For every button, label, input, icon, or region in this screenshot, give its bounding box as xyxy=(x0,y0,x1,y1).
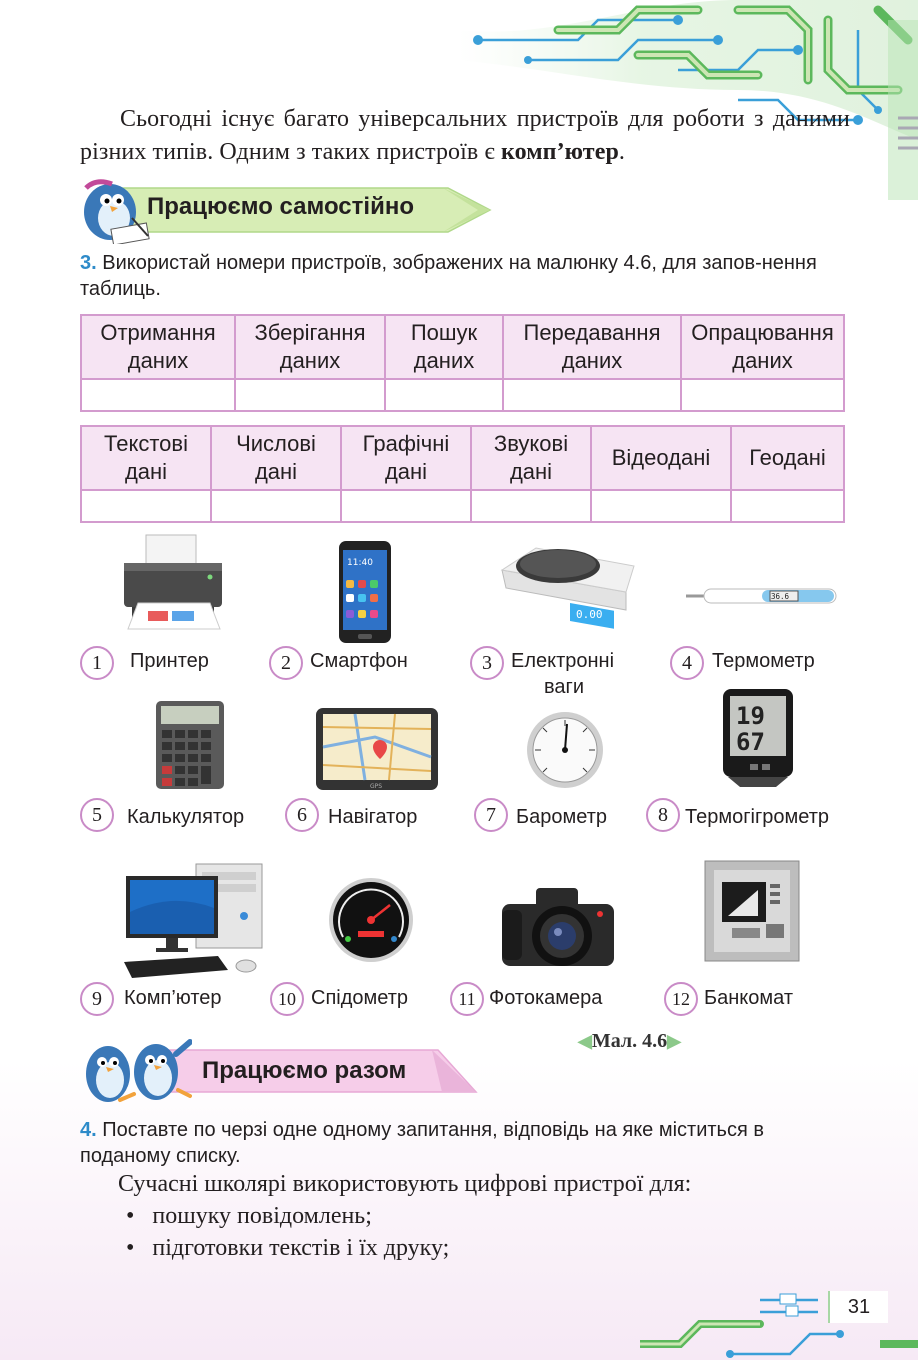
device-number-badge: 8 xyxy=(646,798,680,832)
device-label: Фотокамера xyxy=(489,987,603,1009)
task-3: 3. Використай номери пристроїв, зображен… xyxy=(80,250,850,302)
caption-right-arrow-icon: ▶ xyxy=(667,1031,681,1051)
thermometer-image: 36.6 xyxy=(686,588,837,604)
section-title-self: Працюємо самостійно xyxy=(147,193,414,220)
phone-time: 11:40 xyxy=(347,558,373,568)
device-label: Спідометр xyxy=(311,987,409,1009)
device-label: Принтер xyxy=(130,650,209,672)
smartphone-image: 11:40 xyxy=(339,541,391,643)
intro-text: Сьогодні існує багато універсальних прис… xyxy=(80,106,850,165)
device-label: Електронні xyxy=(511,650,615,672)
device-usage-list: Сучасні школярі використовують цифрові п… xyxy=(118,1168,858,1264)
device-number-badge: 1 xyxy=(80,646,114,680)
list-item: •пошуку повідомлень; xyxy=(126,1203,372,1229)
thermohygrometer-image: 19 67 xyxy=(723,689,793,787)
table2-cell[interactable] xyxy=(590,489,732,523)
calculator-image xyxy=(156,701,224,789)
device-number-badge: 10 xyxy=(270,982,304,1016)
device-label: Калькулятор xyxy=(127,806,245,828)
barometer-image xyxy=(527,712,603,788)
device-label-line2: ваги xyxy=(544,676,584,698)
device-label: Банкомат xyxy=(704,987,793,1009)
footer-circuit-decoration xyxy=(640,1293,918,1358)
task-4: 4. Поставте по черзі одне одному запитан… xyxy=(80,1117,850,1169)
table2-cell[interactable] xyxy=(80,489,212,523)
device-number-badge: 9 xyxy=(80,982,114,1016)
table2-cell[interactable] xyxy=(210,489,342,523)
device-number-badge: 11 xyxy=(450,982,484,1016)
table1-cell[interactable] xyxy=(384,378,504,412)
intro-bold-term: комп’ютер xyxy=(500,139,619,165)
circuit-decoration xyxy=(458,0,918,200)
task-3-number: 3. xyxy=(80,252,97,274)
page-number: 31 xyxy=(828,1291,888,1323)
figure-caption-text: Мал. 4.6 xyxy=(591,1030,668,1052)
bullet-icon: • xyxy=(126,1203,135,1229)
device-number-badge: 4 xyxy=(670,646,704,680)
printer-image xyxy=(124,534,222,630)
scale-display: 0.00 xyxy=(576,608,603,621)
device-label: Термометр xyxy=(712,650,815,672)
device-number-badge: 2 xyxy=(269,646,303,680)
table1-cell[interactable] xyxy=(502,378,682,412)
device-number-badge: 12 xyxy=(664,982,698,1016)
device-label: Смартфон xyxy=(310,650,408,672)
task-4-text: Поставте по черзі одне одному запитання,… xyxy=(80,1119,764,1167)
table2-cell[interactable] xyxy=(470,489,592,523)
task-4-number: 4. xyxy=(80,1119,97,1141)
thermohygro-bottom: 67 xyxy=(736,728,765,756)
table2-header-video: Відеодані xyxy=(590,425,732,491)
section-banner-together xyxy=(161,1049,478,1093)
list-item: •підготовки текстів і їх друку; xyxy=(126,1235,450,1261)
table2-cell[interactable] xyxy=(340,489,472,523)
device-number-badge: 6 xyxy=(285,798,319,832)
table1-cell[interactable] xyxy=(234,378,386,412)
device-label: Навігатор xyxy=(328,806,418,828)
device-label: Термогігрометр xyxy=(685,806,829,828)
table2-header-geo: Геодані xyxy=(730,425,845,491)
task-3-text: Використай номери пристроїв, зображених … xyxy=(80,252,817,300)
device-label: Комп’ютер xyxy=(124,987,222,1009)
penguin-writing-icon xyxy=(84,179,150,244)
section-title-together: Працюємо разом xyxy=(202,1057,407,1084)
list-intro: Сучасні школярі використовують цифрові п… xyxy=(118,1171,692,1197)
bullet-icon: • xyxy=(126,1235,135,1261)
table2-cell[interactable] xyxy=(730,489,845,523)
device-number-badge: 3 xyxy=(470,646,504,680)
thermometer-display: 36.6 xyxy=(771,592,790,601)
figure-caption: ◀Мал. 4.6▶ xyxy=(578,1030,681,1053)
caption-left-arrow-icon: ◀ xyxy=(578,1031,592,1051)
electronic-scale-image: 0.00 xyxy=(500,547,635,629)
navigator-brand: GPS xyxy=(370,783,382,790)
atm-image xyxy=(704,860,800,962)
penguins-together-icon xyxy=(86,1039,192,1102)
table1-cell[interactable] xyxy=(80,378,236,412)
thermohygro-top: 19 xyxy=(736,702,765,730)
computer-image xyxy=(124,863,263,978)
navigator-image: GPS xyxy=(316,708,438,790)
intro-end: . xyxy=(618,139,625,165)
device-label: Барометр xyxy=(516,806,607,828)
camera-image xyxy=(502,888,614,966)
speedometer-image xyxy=(329,878,413,962)
table1-cell[interactable] xyxy=(680,378,845,412)
intro-paragraph: Сьогодні існує багато універсальних прис… xyxy=(80,103,850,169)
device-number-badge: 7 xyxy=(474,798,508,832)
device-number-badge: 5 xyxy=(80,798,114,832)
